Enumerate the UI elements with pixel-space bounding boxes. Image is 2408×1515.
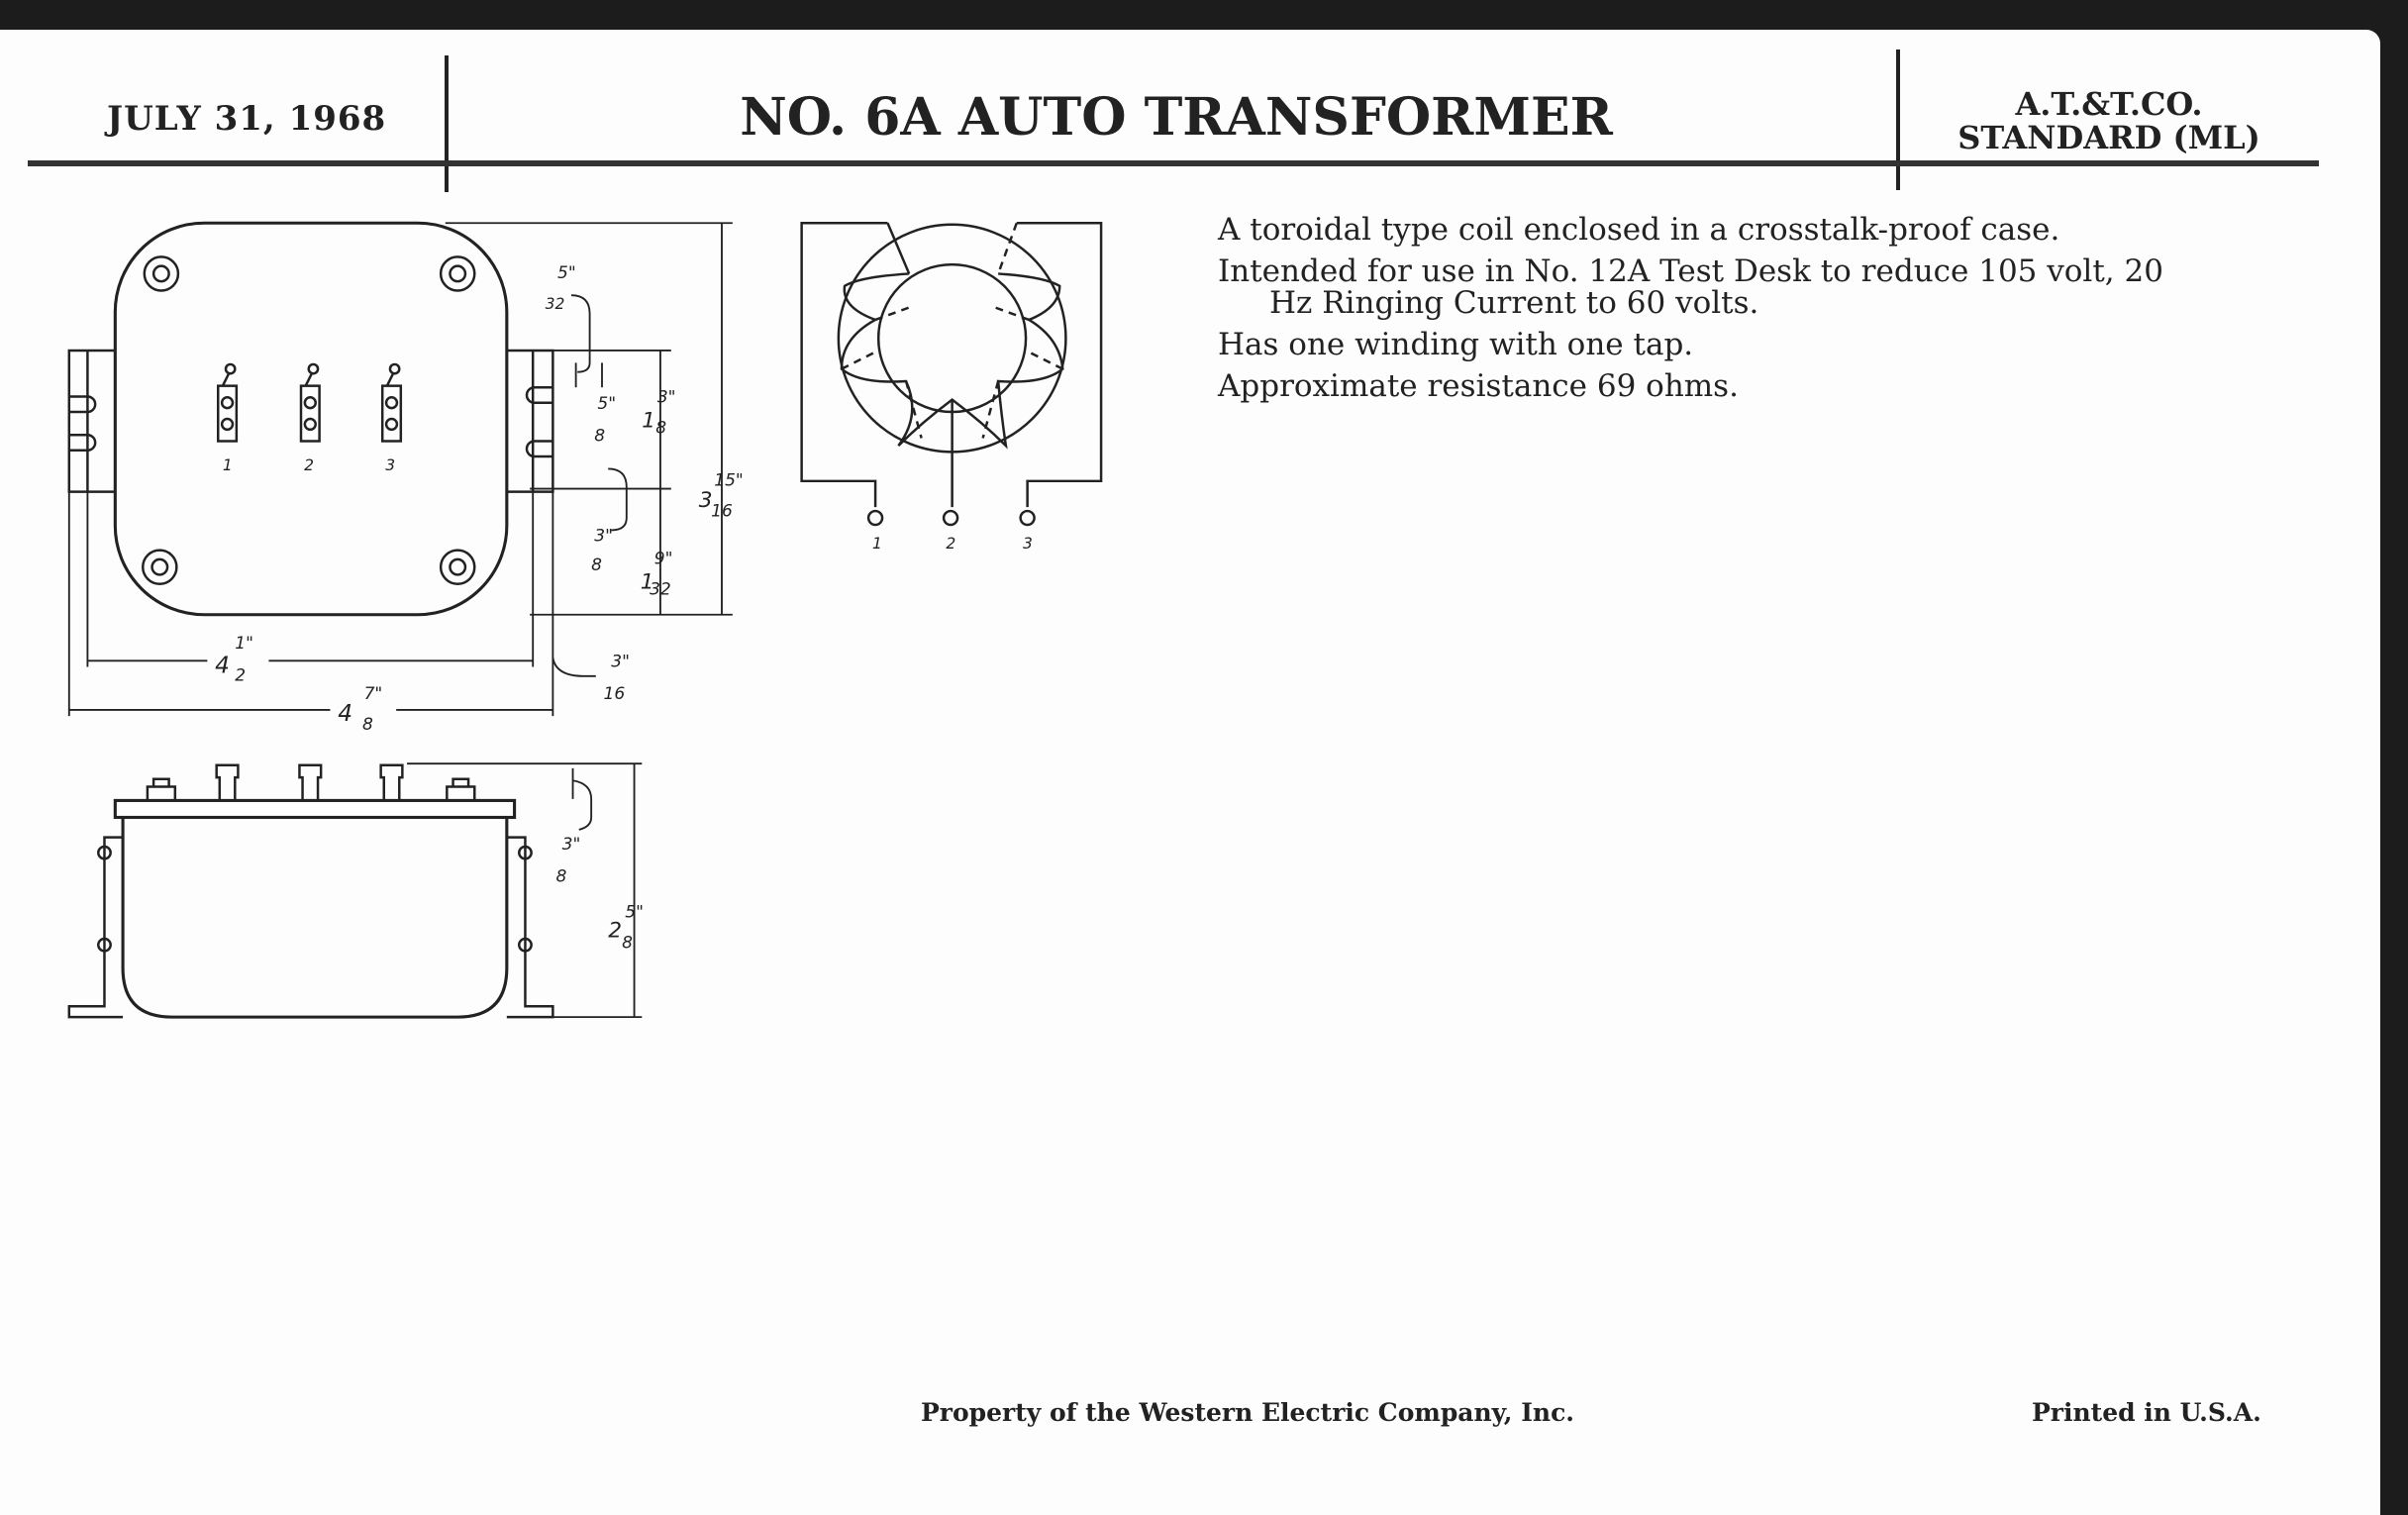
dim-label: 2 [235,665,246,685]
spec-card [0,30,2380,1515]
dim-label: 1 [642,409,655,434]
header-divider [1896,50,1900,190]
dim-label: 5" [597,394,616,414]
dim-label: 8 [362,715,373,735]
dim-label: 16 [604,684,626,704]
schematic-terminal-number: 2 [946,535,955,553]
dim-label: 32 [546,295,565,313]
description-line: Intended for use in No. 12A Test Desk to… [1218,253,2163,289]
dim-label: 8 [591,556,602,575]
description-line: Approximate resistance 69 ohms. [1218,368,1739,404]
card-title: NO. 6A AUTO TRANSFORMER [0,87,2353,148]
dim-label: 3" [562,835,581,855]
dim-label: 8 [594,426,605,446]
dim-label: 9" [654,550,673,569]
dim-label: 2 [608,918,622,943]
terminal-number: 2 [304,456,314,474]
dim-label: 3" [611,652,630,671]
terminal-numbers: 1 2 3 [223,456,395,474]
schematic-terminal-number: 3 [1023,535,1033,553]
top-view-dimension-labels: 5" 32 5" 8 3" 8 1 3" 8 1 9" 32 3 15" 16 … [215,263,744,735]
dim-label: 3" [657,388,676,408]
card-title-text: NO. 6A AUTO TRANSFORMER [740,87,1613,148]
terminal-lugs [217,362,403,443]
dim-label: 3 [699,488,713,513]
dim-label: 8 [555,867,566,887]
dim-label: 8 [622,933,633,953]
standard-line-1: A.T.&T.CO. [2015,85,2203,123]
description-line: Has one winding with one tap. [1218,327,1694,362]
toroid-schematic: 1 2 3 [800,222,1103,553]
footer-printed: Printed in U.S.A. [2032,1398,2261,1427]
description: A toroidal type coil enclosed in a cross… [1218,210,2163,406]
standard-line-2: STANDARD (ML) [1957,119,2260,156]
screw-icons [142,255,476,585]
dim-label: 1" [235,634,253,654]
description-line: Hz Ringing Current to 60 volts. [1269,285,1759,321]
dim-label: 4 [215,653,230,679]
dim-label: 15" [714,470,744,490]
right-bracket [506,349,554,493]
standard-label: A.T.&T.CO. STANDARD (ML) [1901,87,2317,154]
dim-label: 4 [338,700,352,727]
dim-label: 1 [641,569,654,594]
header-divider [445,55,449,192]
dim-label: 3" [594,526,613,546]
dim-label: 5" [625,902,644,922]
terminal-number: 3 [385,456,395,474]
dim-label: 8 [655,419,666,439]
header-rule [28,160,2319,166]
description-line: A toroidal type coil enclosed in a cross… [1218,212,2060,248]
dim-label: 16 [711,501,733,521]
dim-label: 5" [557,263,576,283]
dim-label: 7" [364,684,383,704]
side-view: 3" 8 2 5" 8 [67,762,644,1019]
terminal-number: 1 [223,456,233,474]
dimension-lines [67,222,733,717]
card-date: JULY 31, 1968 [107,99,387,139]
schematic-terminal-number: 1 [872,535,882,553]
left-bracket [67,349,116,493]
footer-property: Property of the Western Electric Company… [921,1398,1575,1427]
top-view: 5" 32 5" 8 3" 8 1 3" 8 1 9" 32 3 15" 16 … [67,221,744,735]
dim-label: 32 [650,580,671,600]
